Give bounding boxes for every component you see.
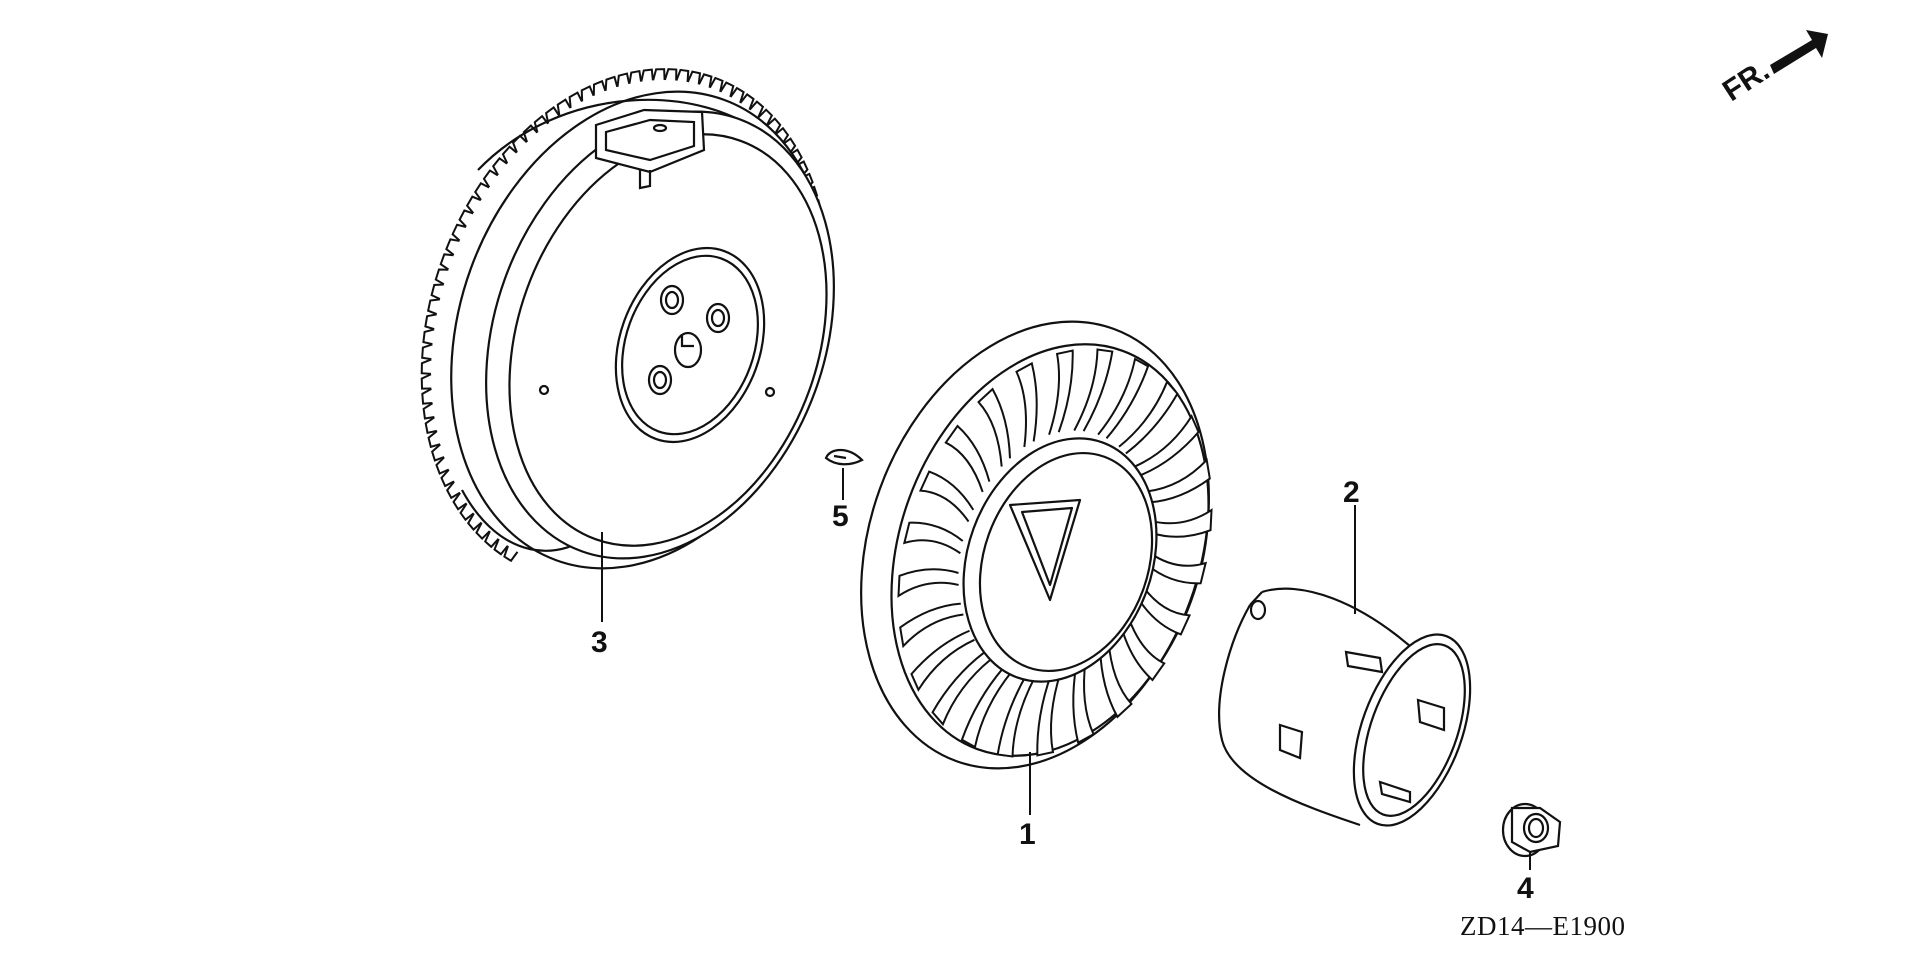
gear-tooth	[663, 68, 678, 81]
gear-tooth	[474, 182, 490, 201]
gear-tooth	[421, 343, 433, 361]
fan-blade	[944, 424, 991, 493]
fan-blade	[899, 602, 964, 649]
woodruff-key-icon	[824, 448, 864, 466]
gear-tooth	[748, 100, 765, 118]
callout-nut: 4	[1517, 872, 1534, 905]
gear-tooth	[445, 480, 461, 500]
fan-blade	[1135, 414, 1200, 477]
fan-blade	[1099, 639, 1133, 719]
gear-tooth	[430, 283, 444, 300]
cooling-fan-icon	[860, 320, 1213, 770]
fan-blades	[897, 348, 1213, 758]
fan-blade	[1146, 551, 1208, 585]
gear-tooth	[475, 522, 491, 540]
gear-tooth	[424, 416, 438, 435]
fan-blade	[902, 521, 964, 555]
gear-tooth	[427, 430, 441, 449]
gear-tooth	[445, 238, 460, 256]
fan-blade	[1072, 658, 1095, 745]
callout-flywheel: 3	[591, 626, 608, 659]
front-direction-arrow-icon	[1770, 30, 1828, 74]
gear-tooth	[686, 70, 702, 85]
fan-blade	[931, 651, 992, 727]
fan-blade	[1119, 613, 1166, 682]
gear-tooth	[719, 81, 735, 98]
gear-tooth	[420, 373, 432, 390]
gear-tooth	[503, 545, 519, 563]
gear-tooth	[604, 75, 619, 91]
gear-tooth	[431, 443, 445, 462]
gear-tooth	[708, 76, 724, 93]
gear-tooth	[628, 69, 643, 84]
gear-tooth	[465, 195, 482, 214]
fan-blade	[1015, 361, 1038, 448]
starter-pulley-cup-icon	[1218, 587, 1472, 827]
gear-tooth	[568, 91, 583, 109]
gear-tooth	[774, 126, 790, 145]
gear-tooth	[592, 79, 607, 96]
gear-tooth	[616, 72, 631, 87]
fan-blade	[1097, 357, 1150, 439]
fan-blade	[897, 568, 959, 598]
gear-tooth	[698, 73, 713, 88]
gear-tooth	[652, 68, 666, 81]
gear-tooth	[421, 387, 433, 405]
fan-blade	[996, 674, 1037, 758]
leader-lines	[601, 468, 1531, 870]
fan-blade	[1118, 379, 1179, 455]
gear-tooth	[439, 253, 454, 271]
gear-tooth	[781, 137, 797, 156]
gear-tooth	[675, 68, 690, 82]
gear-tooth	[420, 358, 432, 375]
gear-tooth	[458, 209, 474, 228]
gear-tooth	[556, 98, 572, 116]
gear-tooth	[544, 106, 560, 124]
gear-tooth	[422, 402, 435, 420]
callout-fan: 1	[1019, 818, 1036, 851]
gear-tooth	[757, 108, 774, 126]
fan-blade	[1135, 583, 1192, 636]
fan-blade	[977, 387, 1011, 467]
gear-tooth	[739, 93, 755, 110]
fan-blade	[918, 470, 975, 523]
gear-tooth	[435, 456, 450, 475]
gear-tooth	[451, 223, 467, 242]
gear-tooth	[426, 298, 440, 316]
gear-tooth	[492, 156, 508, 176]
gear-tooth	[493, 538, 509, 556]
gear-tooth	[422, 328, 435, 346]
gear-tooth	[580, 85, 595, 102]
callout-key: 5	[832, 500, 849, 533]
gear-tooth	[766, 117, 782, 136]
drawing-code: ZD14—E1900	[1460, 911, 1626, 941]
gear-tooth	[640, 68, 654, 82]
gear-tooth	[434, 268, 449, 286]
fan-blade	[1151, 508, 1213, 538]
gear-tooth	[424, 313, 437, 331]
callout-cup: 2	[1343, 476, 1360, 509]
flange-nut-icon	[1501, 802, 1562, 858]
fan-blade	[1048, 349, 1074, 436]
fan-blade	[960, 667, 1013, 749]
fan-blade	[1146, 457, 1211, 504]
gear-tooth	[466, 512, 483, 531]
fan-blade	[1036, 670, 1062, 757]
gear-tooth	[482, 169, 499, 188]
gear-tooth	[440, 469, 455, 488]
gear-tooth	[501, 145, 518, 164]
flywheel-icon	[420, 68, 835, 570]
gear-tooth	[729, 86, 745, 104]
gear-tooth	[484, 530, 500, 549]
fan-blade	[910, 629, 975, 692]
gear-tooth	[459, 502, 475, 522]
fan-blade	[1073, 348, 1114, 432]
gear-tooth	[452, 492, 468, 511]
